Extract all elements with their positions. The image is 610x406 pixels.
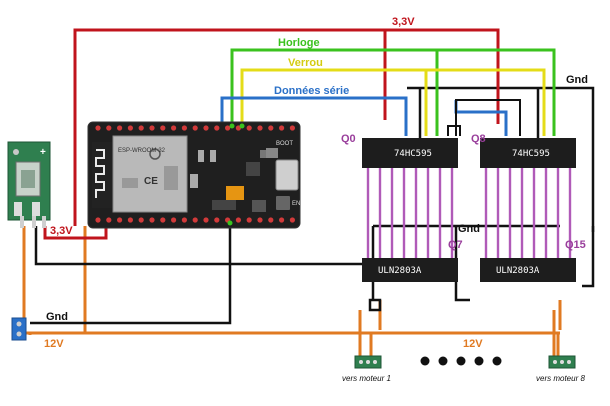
header-pin	[127, 125, 133, 131]
regulator-module: +	[7, 141, 51, 228]
label-gnd-right: Gnd	[566, 74, 588, 86]
header-pin	[192, 125, 198, 131]
en-button	[276, 196, 290, 210]
header-pin	[289, 217, 295, 223]
ellipsis-dots	[420, 356, 502, 366]
shift-register-2: 74HC595	[480, 138, 576, 168]
label-data: Données série	[274, 85, 349, 97]
header-pin	[127, 217, 133, 223]
label-q0: Q0	[341, 133, 356, 145]
esp32-pins-top	[95, 125, 295, 131]
module-name: ESP-WROOM-32	[118, 148, 166, 154]
header-pin	[138, 217, 144, 223]
wire-labels: 3,3V 3,3V Horloge Verrou Données série G…	[44, 16, 588, 383]
header-pin	[246, 125, 252, 131]
label-q7: Q7	[448, 239, 463, 251]
header-pin	[106, 217, 112, 223]
header-pin	[268, 125, 274, 131]
label-3v3-top: 3,3V	[392, 16, 415, 28]
label-12v-mid: 12V	[463, 338, 483, 350]
label-q8: Q8	[471, 133, 486, 145]
wires-clock	[230, 48, 556, 136]
driver-2: ULN2803A	[480, 258, 576, 282]
header-pin	[257, 217, 263, 223]
header-pin	[117, 217, 123, 223]
header-pin	[160, 217, 166, 223]
header-pin	[214, 125, 220, 131]
header-pin	[279, 125, 285, 131]
driver-1: ULN2803A	[362, 258, 458, 282]
power-jack	[11, 317, 27, 341]
header-pin	[289, 125, 295, 131]
shift-register-1-label: 74HC595	[394, 149, 432, 159]
junction-dots	[229, 123, 245, 129]
regulator-plus-icon: +	[40, 147, 46, 158]
esp32-pins-bottom	[95, 217, 295, 223]
header-pin	[225, 125, 231, 131]
header-pin	[235, 217, 241, 223]
header-pin	[257, 125, 263, 131]
label-clock: Horloge	[278, 37, 320, 49]
ce-mark: CE	[144, 176, 158, 187]
header-pin	[171, 217, 177, 223]
board-gnd-dot	[227, 220, 233, 226]
header-pin	[181, 217, 187, 223]
header-pin	[181, 125, 187, 131]
driver-1-label: ULN2803A	[378, 266, 422, 276]
esp32-board: ESP-WROOM-32 CE BOOT EN	[87, 121, 301, 229]
header-pin	[192, 217, 198, 223]
shift-register-2-label: 74HC595	[512, 149, 550, 159]
header-pin	[106, 125, 112, 131]
header-pin	[203, 217, 209, 223]
usb-port	[275, 159, 299, 191]
label-gnd-mid: Gnd	[458, 223, 480, 235]
header-pin	[160, 125, 166, 131]
header-pin	[279, 217, 285, 223]
q-lines	[366, 168, 572, 258]
header-pin	[95, 217, 101, 223]
header-pin	[117, 125, 123, 131]
header-pin	[149, 217, 155, 223]
label-3v3-left: 3,3V	[50, 225, 73, 237]
header-pin	[149, 125, 155, 131]
shift-register-1: 74HC595	[362, 138, 458, 168]
wifi-logo-icon	[149, 148, 161, 160]
header-pin	[138, 125, 144, 131]
boot-label: BOOT	[276, 141, 293, 147]
wires-3v3	[43, 28, 500, 240]
label-motor-1: vers moteur 1	[342, 374, 391, 383]
en-label: EN	[292, 201, 300, 207]
motor-connector-1	[354, 355, 382, 369]
header-pin	[171, 125, 177, 131]
label-gnd-left: Gnd	[46, 311, 68, 323]
label-12v-left: 12V	[44, 338, 64, 350]
header-pin	[214, 217, 220, 223]
header-pin	[203, 125, 209, 131]
header-pin	[268, 217, 274, 223]
label-q15: Q15	[565, 239, 586, 251]
label-latch: Verrou	[288, 57, 323, 69]
label-motor-8: vers moteur 8	[536, 374, 585, 383]
driver-2-label: ULN2803A	[496, 266, 540, 276]
header-pin	[95, 125, 101, 131]
header-pin	[246, 217, 252, 223]
wires-cascade	[447, 99, 521, 136]
motor-connector-8	[548, 355, 576, 369]
